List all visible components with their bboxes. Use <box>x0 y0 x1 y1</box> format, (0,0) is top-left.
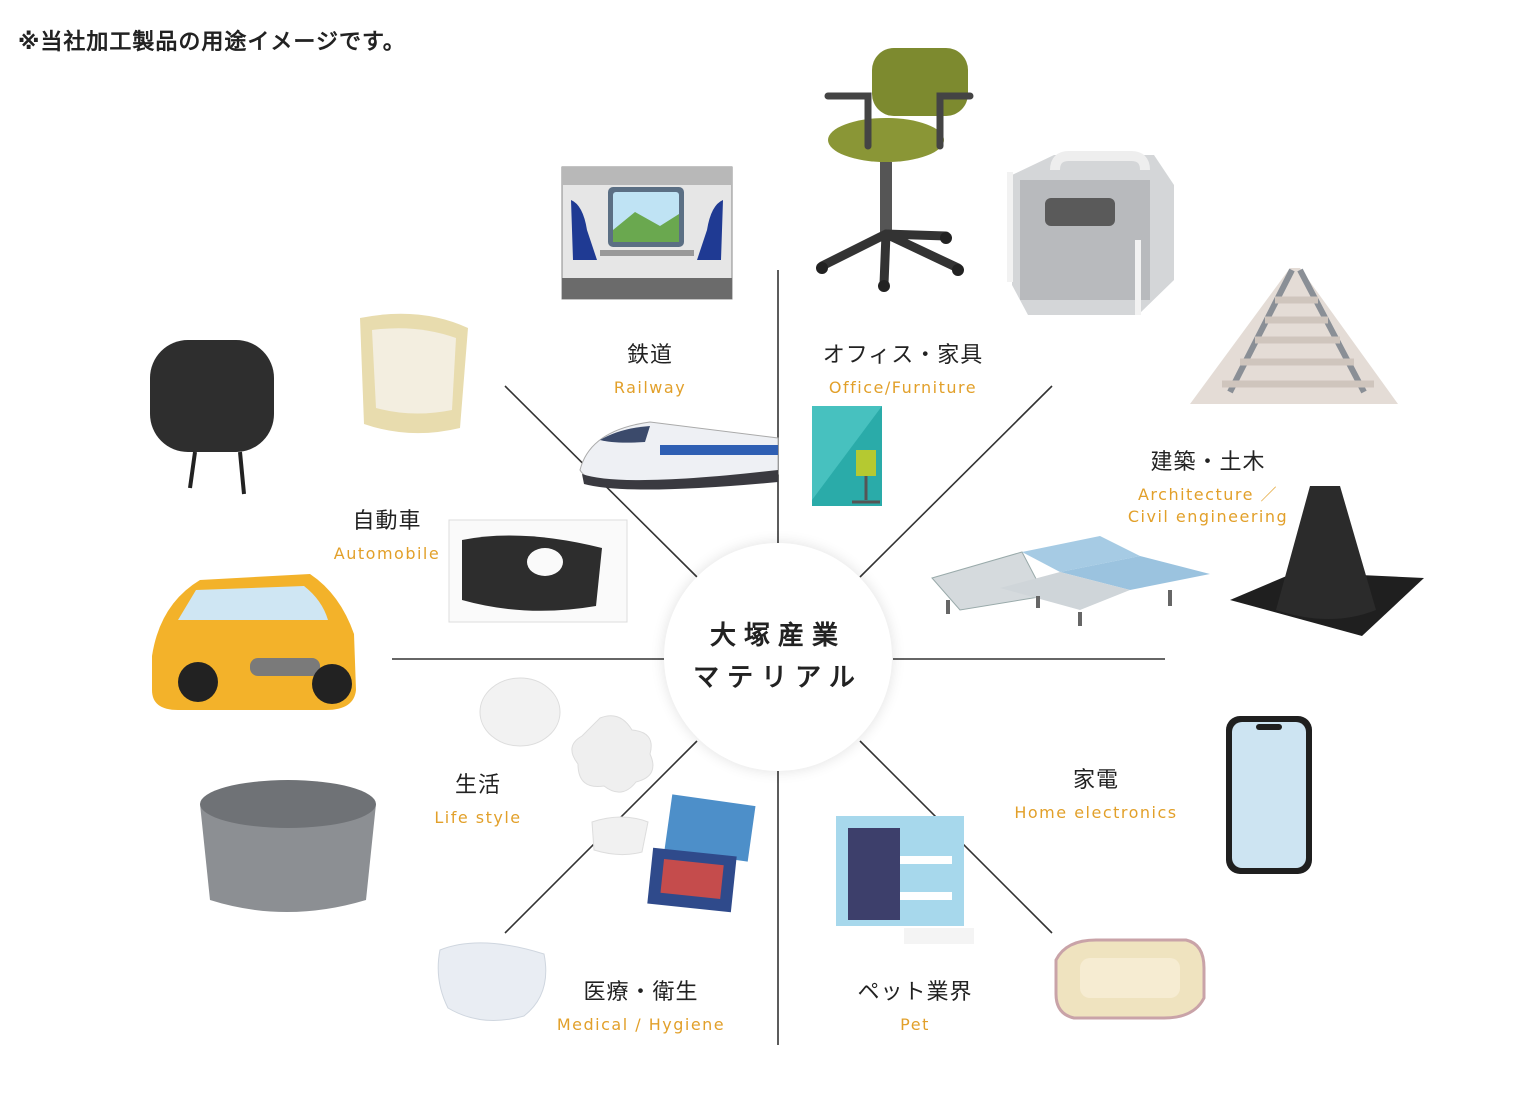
category-pet-en: Pet <box>900 1015 930 1034</box>
category-office-jp: オフィス・家具 <box>822 343 984 368</box>
medical-products-image <box>591 794 756 913</box>
category-pet-jp: ペット業界 <box>857 980 973 1005</box>
category-lifestyle-jp: 生活 <box>454 773 502 798</box>
train-interior-image <box>561 166 733 300</box>
category-lifestyle-en: Life style <box>434 808 522 827</box>
pet-furniture-image <box>836 816 974 944</box>
category-architecture-en-line1: Architecture ／ <box>1137 485 1279 504</box>
office-panel-image <box>812 406 882 506</box>
center-circle: 大塚産業 マテリアル <box>664 543 892 771</box>
category-lifestyle: 生活 Life style <box>434 767 521 829</box>
category-railway: 鉄道 Railway <box>614 337 686 399</box>
pet-bed-image <box>1054 938 1206 1020</box>
category-medical-en: Medical / Hygiene <box>556 1015 726 1034</box>
category-architecture-jp: 建築・土木 <box>1150 450 1266 475</box>
headrest-image <box>150 340 274 495</box>
railway-track-image <box>1190 268 1398 404</box>
bullet-train-image <box>579 421 779 490</box>
storage-box-image <box>1007 151 1174 315</box>
felt-basket-image <box>200 780 376 912</box>
raised-floor-image <box>931 536 1210 626</box>
category-office: オフィス・家具 Office/Furniture <box>823 337 984 399</box>
category-railway-jp: 鉄道 <box>626 343 674 368</box>
engine-cover-image <box>448 519 628 623</box>
center-title-line2: マテリアル <box>693 663 863 693</box>
mask-image <box>437 942 547 1021</box>
category-pet: ペット業界 Pet <box>857 974 972 1036</box>
category-automobile: 自動車 Automobile <box>334 503 440 565</box>
category-electronics-jp: 家電 <box>1072 768 1119 793</box>
smartphone-image <box>1226 716 1312 874</box>
category-architecture: 建築・土木 Architecture ／ Civil engineering <box>1128 444 1288 528</box>
category-medical: 医療・衛生 Medical / Hygiene <box>557 974 725 1036</box>
seat-molding-image <box>360 313 468 434</box>
category-electronics-en: Home electronics <box>1014 803 1178 822</box>
category-electronics: 家電 Home electronics <box>1014 762 1177 824</box>
divider-line-diagonal-top-right <box>859 385 1053 578</box>
foam-disc-image <box>479 677 654 793</box>
category-railway-en: Railway <box>613 378 687 397</box>
center-title-line1: 大塚産業 <box>709 621 846 651</box>
usage-note: ※当社加工製品の用途イメージです。 <box>18 30 406 55</box>
category-office-en: Office/Furniture <box>828 378 978 397</box>
category-automobile-jp: 自動車 <box>352 509 422 534</box>
traffic-cone-image <box>1230 486 1424 636</box>
car-image <box>152 574 356 710</box>
category-medical-jp: 医療・衛生 <box>583 980 699 1005</box>
category-automobile-en: Automobile <box>333 544 441 563</box>
office-chair-image <box>816 48 974 292</box>
category-architecture-en-line2: Civil engineering <box>1127 507 1289 526</box>
